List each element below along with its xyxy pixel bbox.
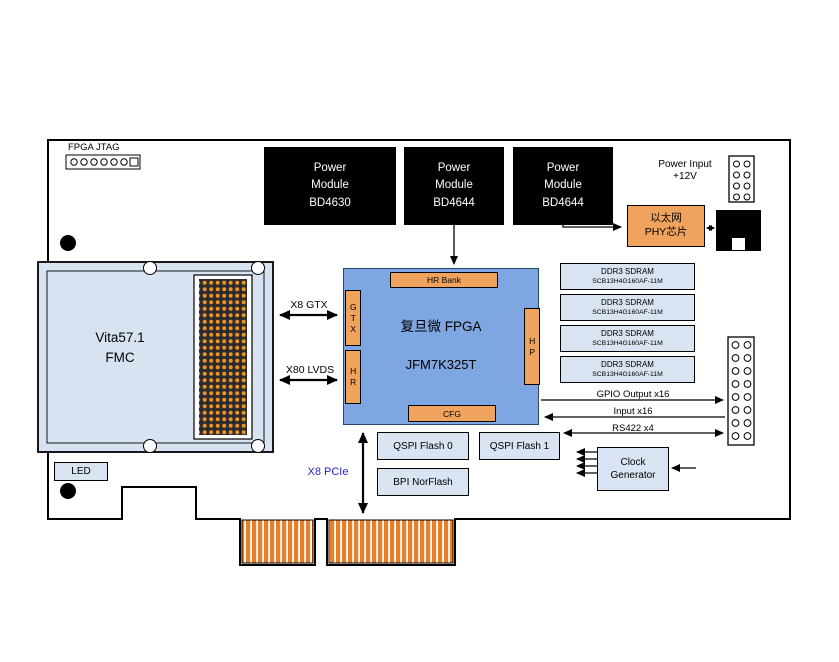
gpio-output-label: GPIO Output x16 xyxy=(596,389,670,400)
power-module-2: Power Module BD4644 xyxy=(404,147,504,225)
fpga-gtx-block: GTX xyxy=(345,290,361,346)
gpio-input-label: Input x16 xyxy=(613,406,653,417)
led-block: LED xyxy=(54,462,108,481)
power-input-connector-icon xyxy=(728,155,755,203)
x8-pcie-label: X8 PCIe xyxy=(307,465,349,478)
fmc-label: Vita57.1 FMC xyxy=(95,330,145,365)
ddr3-module: DDR3 SDRAM SCB13H4G160AF-11M xyxy=(560,325,695,352)
gpio-connector-icon xyxy=(727,336,755,446)
x8-gtx-label: X8 GTX xyxy=(290,299,328,311)
fpga-hr-block: HR xyxy=(345,350,361,404)
fpga-chip: 复旦微 FPGA JFM7K325T HR Bank GTX HR HP CFG xyxy=(343,268,540,425)
qspi-flash-0: QSPI Flash 0 xyxy=(377,432,469,460)
fpga-cfg-block: CFG xyxy=(408,405,496,422)
fmc-site xyxy=(37,261,274,453)
screw-hole-icon xyxy=(251,261,265,275)
jtag-connector-icon xyxy=(65,154,141,170)
power-module-3: Power Module BD4644 xyxy=(513,147,613,225)
jtag-label: FPGA JTAG xyxy=(68,142,120,153)
fmc-connector-pins xyxy=(199,279,247,435)
mounting-hole-icon xyxy=(60,483,76,499)
clock-generator: Clock Generator xyxy=(597,447,669,491)
ddr3-module: DDR3 SDRAM SCB13H4G160AF-11M xyxy=(560,356,695,383)
fpga-vendor-label: 复旦微 FPGA xyxy=(400,319,482,334)
fpga-part-label: JFM7K325T xyxy=(405,357,477,372)
mounting-hole-icon xyxy=(60,235,76,251)
screw-hole-icon xyxy=(251,439,265,453)
screw-hole-icon xyxy=(143,439,157,453)
rs422-label: RS422 x4 xyxy=(612,423,654,434)
ddr3-module: DDR3 SDRAM SCB13H4G160AF-11M xyxy=(560,294,695,321)
screw-hole-icon xyxy=(143,261,157,275)
ddr3-module: DDR3 SDRAM SCB13H4G160AF-11M xyxy=(560,263,695,290)
fpga-hp-block: HP xyxy=(524,308,540,385)
pcie-fingers-long xyxy=(328,519,454,564)
power-module-1: Power Module BD4630 xyxy=(264,147,396,225)
bpi-norflash: BPI NorFlash xyxy=(377,468,469,496)
fpga-hr-bank-block: HR Bank xyxy=(390,272,498,288)
power-input-label: Power Input +12V xyxy=(658,158,712,183)
ethernet-phy: 以太网 PHY芯片 xyxy=(627,205,705,247)
pcie-fingers-short xyxy=(241,519,314,564)
qspi-flash-1: QSPI Flash 1 xyxy=(479,432,560,460)
rj45-connector-icon xyxy=(716,210,761,251)
x80-lvds-label: X80 LVDS xyxy=(285,364,335,376)
